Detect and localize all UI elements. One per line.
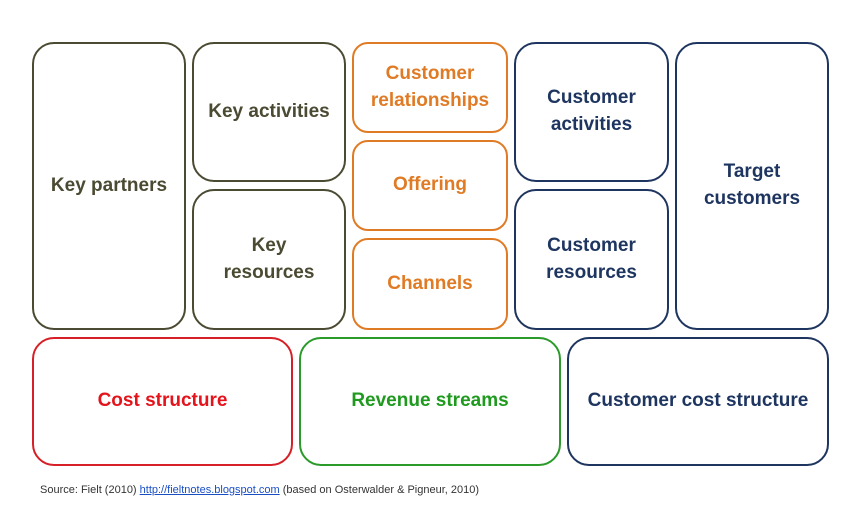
revenue-streams-block: Revenue streams xyxy=(299,337,561,466)
source-link[interactable]: http://fieltnotes.blogspot.com xyxy=(139,484,280,496)
target-customers-label: Target customers xyxy=(703,161,801,209)
target-customers-block: Target customers xyxy=(675,42,829,330)
channels-block: Channels xyxy=(352,238,508,330)
key-partners-block: Key partners xyxy=(32,42,186,330)
customer-activities-label: Customer activities xyxy=(547,87,636,135)
source-prefix: Source: Fielt (2010) xyxy=(40,484,140,496)
cost-structure-label: Cost structure xyxy=(97,390,228,412)
channels-label: Channels xyxy=(387,272,473,294)
key-activities-label: Key activities xyxy=(208,100,330,122)
revenue-streams-label: Revenue streams xyxy=(351,390,509,412)
customer-activities-block: Customer activities xyxy=(514,42,669,182)
customer-cost-structure-block: Customer cost structure xyxy=(567,337,829,466)
customer-cost-structure-label: Customer cost structure xyxy=(587,390,809,412)
customer-resources-label: Customer resources xyxy=(546,234,637,283)
key-resources-label: Key resources xyxy=(223,234,315,283)
customer-relationships-block: Customer relationships xyxy=(352,42,508,133)
key-activities-block: Key activities xyxy=(192,42,346,182)
offering-block: Offering xyxy=(352,140,508,231)
offering-label: Offering xyxy=(393,174,467,196)
cost-structure-block: Cost structure xyxy=(32,337,293,466)
source-suffix: (based on Osterwalder & Pigneur, 2010) xyxy=(279,484,480,496)
customer-relationships-label: Customer relationships xyxy=(370,62,490,111)
customer-resources-block: Customer resources xyxy=(514,189,669,330)
source-citation: Source: Fielt (2010) http://fieltnotes.b… xyxy=(40,484,479,496)
key-partners-label: Key partners xyxy=(50,174,168,196)
key-resources-block: Key resources xyxy=(192,189,346,330)
